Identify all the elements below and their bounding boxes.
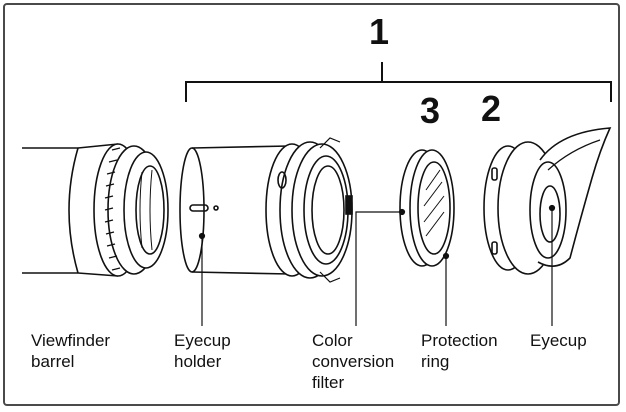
group-bracket [185,62,612,102]
callout-2: 2 [481,88,502,129]
protection-ring [399,149,455,267]
leader-lines [198,204,556,326]
label-viewfinder-barrel: Viewfinder barrel [31,331,111,371]
callout-3: 3 [420,90,441,131]
label-protection-ring: Protection ring [421,331,498,371]
label-color-conversion-filter: Color conversion filter [312,331,395,392]
label-eyecup-holder: Eyecup holder [174,331,231,371]
diagram-frame [3,3,620,406]
callout-1: 1 [369,11,390,52]
eyecup-holder [179,137,353,283]
label-eyecup: Eyecup [530,331,587,350]
viewfinder-barrel [22,143,169,277]
eyecup [483,127,612,275]
